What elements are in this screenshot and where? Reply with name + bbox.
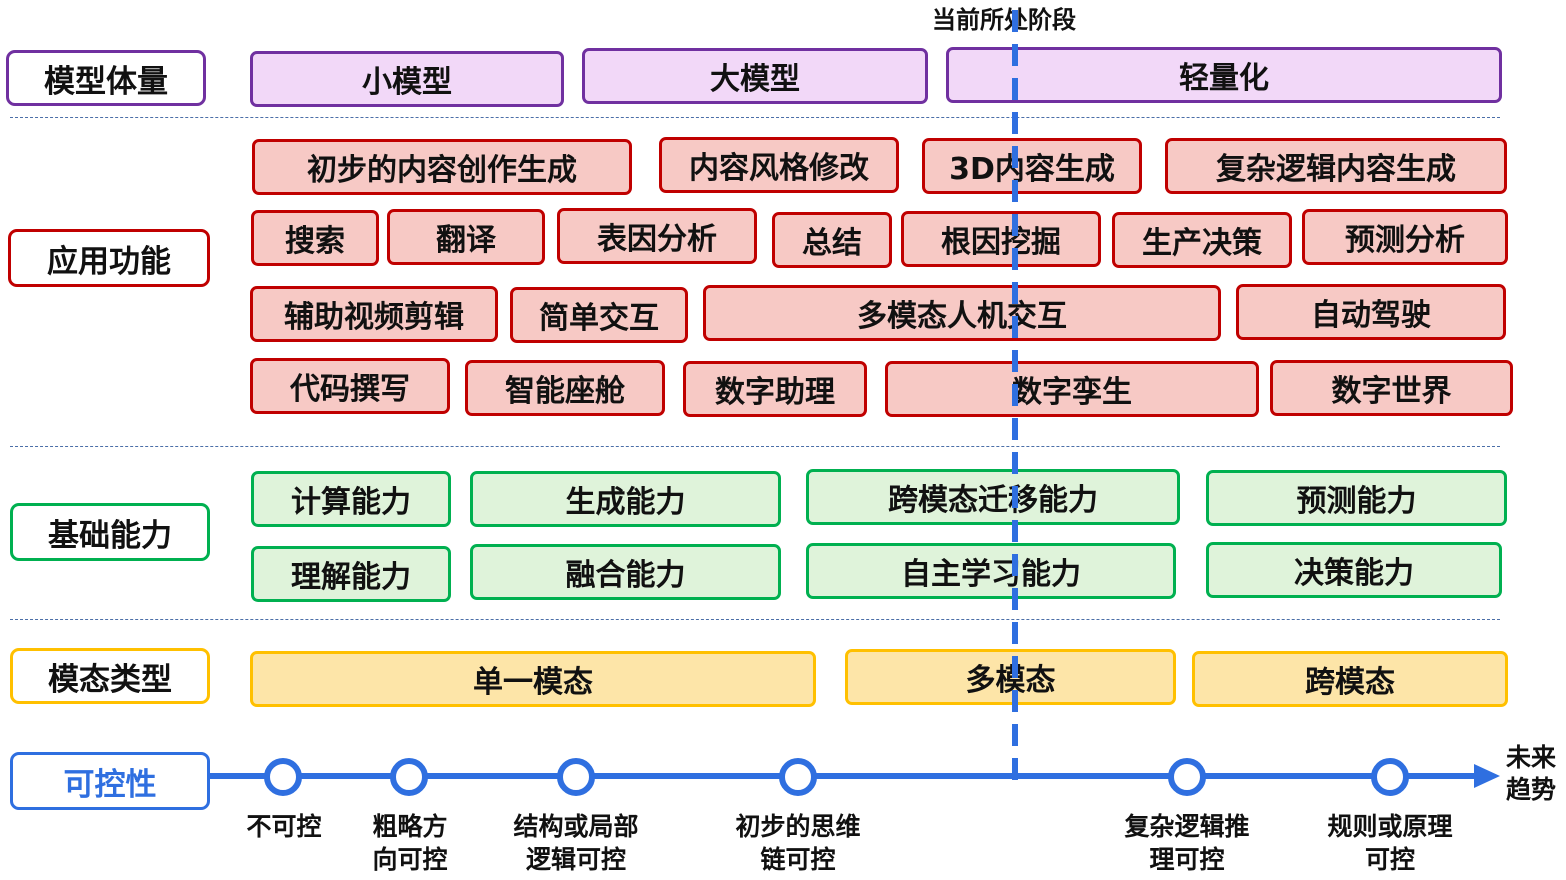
app-3d-content: 3D内容生成 xyxy=(922,138,1142,194)
model-size-small: 小模型 xyxy=(250,51,564,107)
modality-cross: 跨模态 xyxy=(1192,651,1508,707)
divider-1 xyxy=(10,117,1500,118)
basic-generation: 生成能力 xyxy=(470,471,781,527)
timeline-node xyxy=(557,758,595,796)
current-stage-line xyxy=(1012,10,1018,780)
timeline-node xyxy=(1371,758,1409,796)
controllability-timeline xyxy=(210,773,1480,779)
category-model-size: 模型体量 xyxy=(6,50,206,106)
future-trend-label: 未来趋势 xyxy=(1505,743,1556,804)
app-surface-analysis: 表因分析 xyxy=(557,208,757,264)
app-search: 搜索 xyxy=(251,210,379,266)
app-simple-interaction: 简单交互 xyxy=(510,287,688,343)
basic-self-learning: 自主学习能力 xyxy=(806,543,1176,599)
timeline-arrow-icon xyxy=(1474,764,1500,788)
app-summary: 总结 xyxy=(772,212,892,268)
basic-fusion: 融合能力 xyxy=(470,544,781,600)
app-autonomous-driving: 自动驾驶 xyxy=(1236,284,1506,340)
node-label-uncontrollable: 不可控 xyxy=(246,812,322,841)
basic-decision: 决策能力 xyxy=(1206,542,1502,598)
category-modality: 模态类型 xyxy=(10,648,210,704)
basic-prediction: 预测能力 xyxy=(1206,470,1507,526)
app-code-writing: 代码撰写 xyxy=(250,358,450,414)
model-size-large: 大模型 xyxy=(582,48,928,104)
category-controllability: 可控性 xyxy=(10,752,210,810)
app-smart-cockpit: 智能座舱 xyxy=(465,360,665,416)
app-digital-world: 数字世界 xyxy=(1270,360,1513,416)
app-digital-assistant: 数字助理 xyxy=(683,361,867,417)
app-initial-content-creation: 初步的内容创作生成 xyxy=(252,139,632,195)
timeline-node xyxy=(390,758,428,796)
node-label-rough-direction: 粗略方向可控 xyxy=(372,812,448,874)
timeline-node xyxy=(1168,758,1206,796)
node-label-chain-of-thought: 初步的思维链可控 xyxy=(735,812,861,874)
timeline-node xyxy=(779,758,817,796)
node-label-structure-logic: 结构或局部逻辑可控 xyxy=(513,812,639,874)
app-translate: 翻译 xyxy=(387,209,545,265)
app-predictive-analysis: 预测分析 xyxy=(1302,209,1508,265)
divider-3 xyxy=(10,619,1500,620)
node-label-rule-principle: 规则或原理可控 xyxy=(1327,812,1453,874)
app-production-decision: 生产决策 xyxy=(1112,212,1292,268)
app-digital-twin: 数字孪生 xyxy=(885,361,1259,417)
current-stage-label: 当前所处阶段 xyxy=(932,6,1076,34)
basic-understanding: 理解能力 xyxy=(251,546,451,602)
app-multimodal-hci: 多模态人机交互 xyxy=(703,285,1221,341)
node-label-complex-reasoning: 复杂逻辑推理可控 xyxy=(1124,812,1250,874)
timeline-node xyxy=(264,758,302,796)
modality-multi: 多模态 xyxy=(845,649,1176,705)
basic-compute: 计算能力 xyxy=(251,471,451,527)
category-basic-capability: 基础能力 xyxy=(10,503,210,561)
app-style-modification: 内容风格修改 xyxy=(659,137,899,193)
model-size-lightweight: 轻量化 xyxy=(946,47,1502,103)
app-complex-logic-content: 复杂逻辑内容生成 xyxy=(1165,138,1507,194)
modality-single: 单一模态 xyxy=(250,651,816,707)
app-root-cause: 根因挖掘 xyxy=(901,211,1101,267)
app-video-editing: 辅助视频剪辑 xyxy=(250,286,498,342)
category-application: 应用功能 xyxy=(8,229,210,287)
divider-2 xyxy=(10,446,1500,447)
basic-cross-modal-transfer: 跨模态迁移能力 xyxy=(806,469,1180,525)
